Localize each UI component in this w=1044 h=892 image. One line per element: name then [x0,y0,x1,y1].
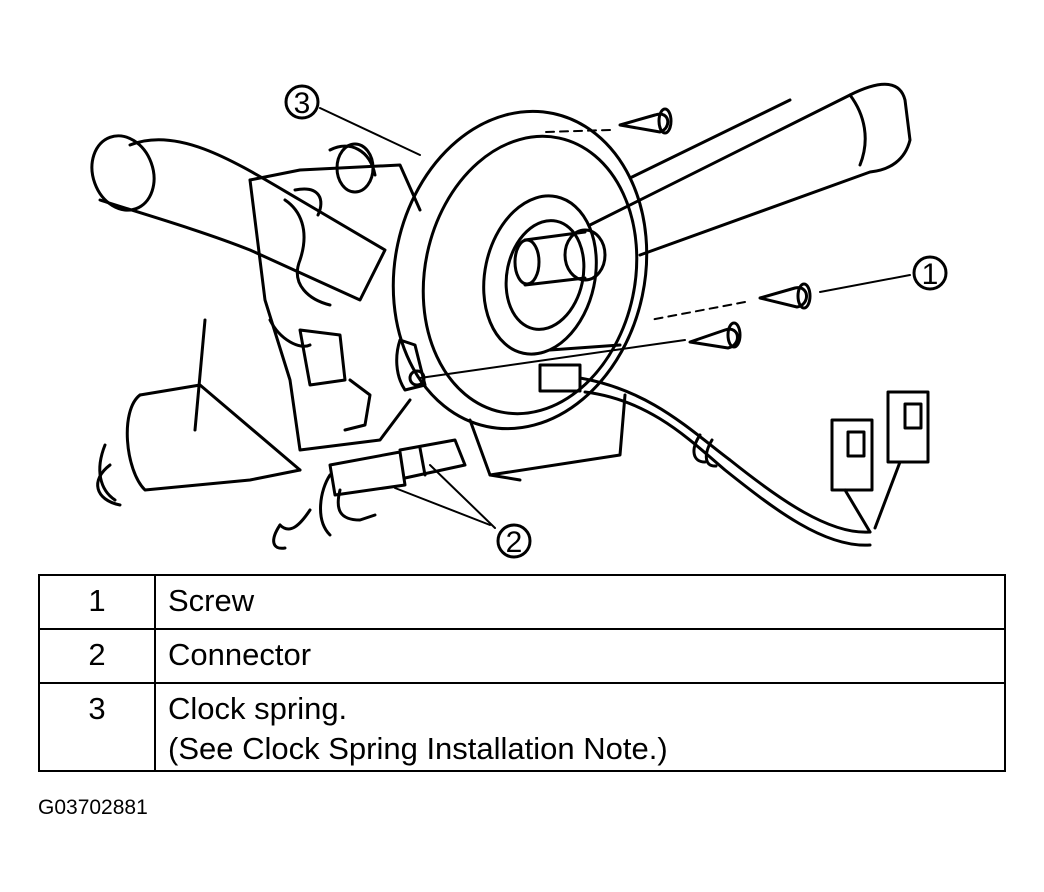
legend-description-line: Screw [168,583,255,618]
legend-description-line: (See Clock Spring Installation Note.) [168,731,668,766]
legend-row: 2 Connector [38,628,1006,684]
callout-2-number: 2 [506,526,523,559]
callout-2: 2 [496,523,532,559]
legend-table: 1 Screw 2 Connector 3 Clock spring. (See… [38,574,1006,772]
callout-3: 3 [284,84,320,120]
legend-description: Screw [154,574,1006,630]
screws [618,107,812,350]
callout-1-number: 1 [922,258,939,291]
legend-number: 2 [38,628,156,684]
legend-description-line: Connector [168,637,312,672]
column-switch-body [193,163,422,452]
legend-description: Clock spring. (See Clock Spring Installa… [154,682,1006,772]
callout-3-number: 3 [294,87,311,120]
legend-number: 1 [38,574,156,630]
lower-connectors [272,438,467,550]
legend-row: 1 Screw [38,574,1006,630]
figure-code: G03702881 [38,796,148,819]
clock-spring-illustration: 3 1 2 [90,82,948,559]
leader-lines [319,107,911,529]
legend-row: 3 Clock spring. (See Clock Spring Instal… [38,682,1006,772]
wire-harness [578,376,930,547]
legend-description: Connector [154,628,1006,684]
right-stalk [588,82,912,257]
clock-spring [391,109,649,482]
legend-number: 3 [38,682,156,772]
callout-1: 1 [912,255,948,291]
column-tube [96,383,302,507]
legend-description-line: Clock spring. [168,691,348,726]
left-stalk [90,134,387,302]
